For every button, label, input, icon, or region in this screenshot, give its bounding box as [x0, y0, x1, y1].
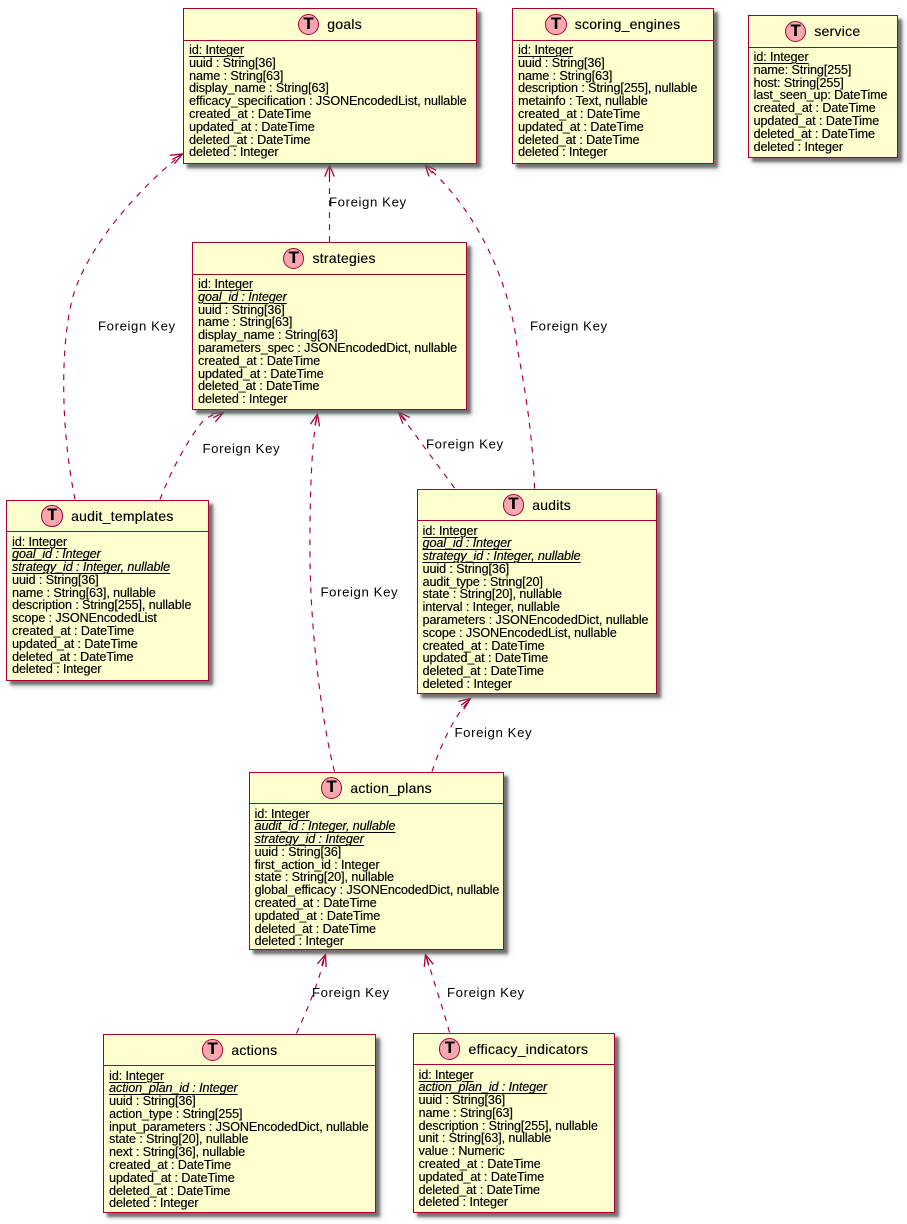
svg-text:Foreign Key: Foreign Key [447, 985, 525, 1000]
svg-text:Foreign Key: Foreign Key [455, 725, 533, 740]
svg-text:Foreign Key: Foreign Key [329, 195, 407, 210]
svg-text:Foreign Key: Foreign Key [312, 985, 390, 1000]
svg-text:Foreign Key: Foreign Key [98, 319, 176, 334]
svg-text:Foreign Key: Foreign Key [426, 437, 504, 452]
svg-text:Foreign Key: Foreign Key [203, 441, 281, 456]
svg-text:Foreign Key: Foreign Key [321, 585, 399, 600]
svg-text:Foreign Key: Foreign Key [530, 319, 608, 334]
